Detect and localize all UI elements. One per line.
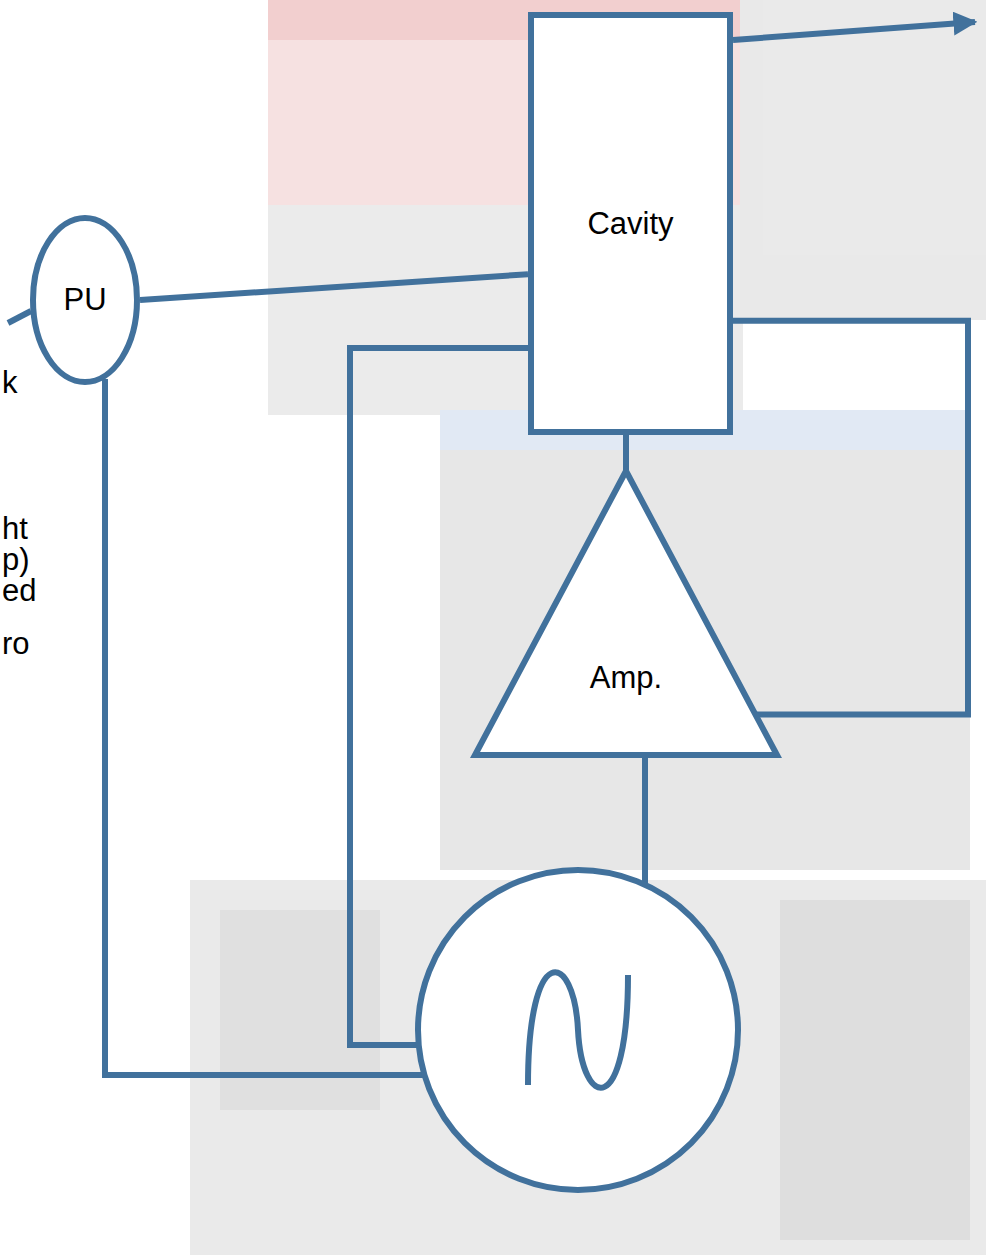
- photo-panel: [740, 0, 986, 320]
- pickup-ellipse-shape: [33, 218, 137, 382]
- slide-text-fragment: k: [2, 366, 18, 400]
- photo-panel: [780, 900, 970, 1240]
- slide-text-fragment: p): [2, 543, 30, 577]
- sine-symbol: [528, 972, 628, 1087]
- photo-panel: [220, 910, 380, 1110]
- beam-arrow: [733, 22, 975, 40]
- signal-connector: [140, 274, 528, 300]
- photo-panel: [440, 450, 970, 870]
- cavity-box-shape: [531, 15, 730, 432]
- pickup-ellipse: PU: [30, 215, 140, 385]
- beam-line: [8, 311, 31, 323]
- node-label: Amp.: [590, 660, 662, 696]
- amplifier-triangle-shape: [475, 471, 777, 755]
- cavity-box: Cavity: [528, 12, 733, 435]
- amplifier-triangle: Amp.: [472, 468, 780, 758]
- slide-text-fragment: ro: [2, 627, 30, 661]
- slide-text-fragment: ed: [2, 574, 36, 608]
- pickup-wire: [105, 379, 424, 1075]
- slide-text-fragment: ht: [2, 512, 28, 546]
- oscillator-symbol: [418, 870, 738, 1190]
- signal-connector: [733, 321, 968, 715]
- node-label: Cavity: [587, 206, 673, 242]
- node-label: PU: [63, 282, 106, 318]
- amplifier-triangle-outline: [472, 468, 780, 758]
- drive-wire: [642, 758, 648, 885]
